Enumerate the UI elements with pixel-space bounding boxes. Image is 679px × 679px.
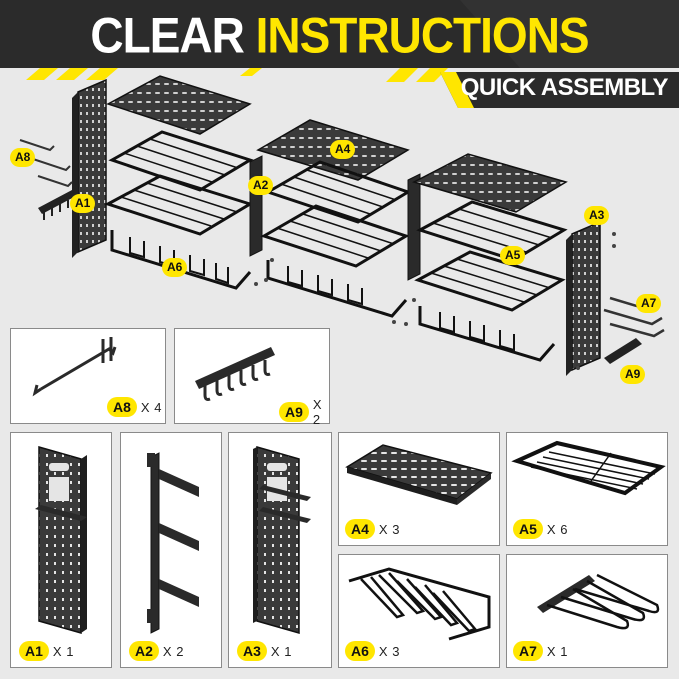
right-upright-icon — [253, 446, 311, 634]
part-panel-a2: A2 X 2 — [120, 432, 222, 668]
part-panel-a3: A3 X 1 — [228, 432, 332, 668]
title-word-instructions: INSTRUCTIONS — [255, 6, 590, 64]
tool-rack-icon — [195, 347, 275, 401]
header-background — [0, 0, 679, 108]
drill-holder-icon — [348, 567, 491, 641]
part-panel-a7: A7 X 1 — [506, 554, 668, 668]
part-label-a5: A5 X 6 — [513, 519, 568, 539]
page-subtitle: QUICK ASSEMBLY — [460, 74, 669, 101]
part-quantity: X 2 — [162, 643, 184, 659]
assembly-diagram: A8 A1 A2 A4 A3 A5 A6 A7 A9 — [0, 62, 679, 392]
part-quantity: X 3 — [378, 521, 400, 537]
part-id-badge: A9 — [279, 402, 309, 422]
part-panel-a6: A6 X 3 — [338, 554, 500, 668]
part-panel-a9: A9 X 2 — [174, 328, 330, 427]
pegboard-shelf-icon — [345, 444, 493, 505]
part-id-badge: A2 — [129, 641, 159, 661]
title-word-clear: CLEAR — [90, 6, 244, 64]
part-quantity: X 3 — [378, 643, 400, 659]
callout-a9: A9 — [620, 365, 646, 384]
part-label-a6: A6 X 3 — [345, 641, 400, 661]
callout-a1: A1 — [70, 194, 96, 213]
part-label-a9: A9 X 2 — [279, 397, 329, 427]
part-quantity: X 4 — [140, 399, 162, 415]
part-quantity: X 1 — [546, 643, 568, 659]
part-quantity: X 6 — [546, 521, 568, 537]
part-panel-a1: A1 X 1 — [10, 432, 112, 668]
callout-a5: A5 — [500, 246, 526, 265]
part-quantity: X 2 — [312, 397, 323, 427]
part-quantity: X 1 — [270, 643, 292, 659]
callout-a6: A6 — [162, 258, 188, 277]
bracket-icon — [147, 452, 199, 634]
part-label-a1: A1 X 1 — [19, 641, 74, 661]
part-quantity: X 1 — [52, 643, 74, 659]
callout-a8: A8 — [10, 148, 36, 167]
part-id-badge: A4 — [345, 519, 375, 539]
part-label-a3: A3 X 1 — [237, 641, 292, 661]
callout-a2: A2 — [248, 176, 274, 195]
part-label-a4: A4 X 3 — [345, 519, 400, 539]
part-id-badge: A5 — [513, 519, 543, 539]
part-panel-a4: A4 X 3 — [338, 432, 500, 546]
callout-a4: A4 — [330, 140, 356, 159]
part-panel-a8: A8 X 4 — [10, 328, 166, 424]
exploded-view-illustration — [19, 75, 665, 376]
part-label-a8: A8 X 4 — [107, 397, 162, 417]
part-id-badge: A6 — [345, 641, 375, 661]
hook-icon — [32, 337, 117, 397]
wire-shelf-icon — [511, 440, 666, 496]
callout-a7: A7 — [636, 294, 662, 313]
part-id-badge: A3 — [237, 641, 267, 661]
callout-a3: A3 — [584, 206, 610, 225]
part-label-a2: A2 X 2 — [129, 641, 184, 661]
part-panel-a5: A5 X 6 — [506, 432, 668, 546]
part-id-badge: A7 — [513, 641, 543, 661]
page-title: CLEAR INSTRUCTIONS — [0, 6, 679, 64]
hanger-icon — [537, 573, 660, 630]
left-upright-icon — [35, 446, 87, 634]
part-label-a7: A7 X 1 — [513, 641, 568, 661]
part-id-badge: A1 — [19, 641, 49, 661]
part-id-badge: A8 — [107, 397, 137, 417]
